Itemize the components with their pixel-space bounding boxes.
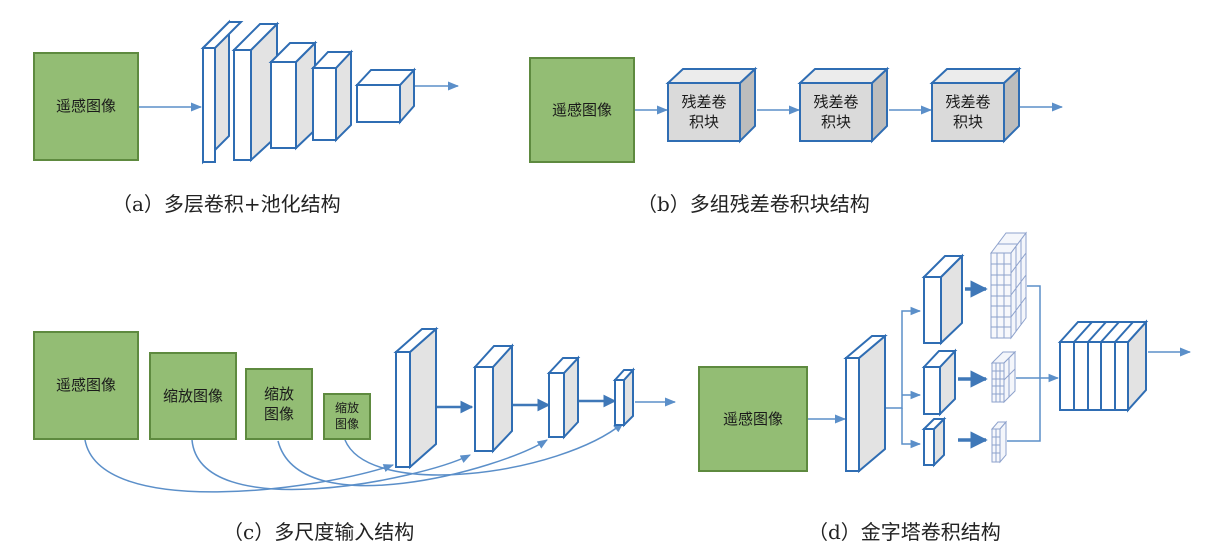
caption-c: （c）多尺度输入结构 xyxy=(223,520,415,544)
caption-a: （a）多层卷积+池化结构 xyxy=(112,192,341,216)
conv-layer-a1 xyxy=(200,19,244,165)
input-image-c-label: 遥感图像 xyxy=(55,376,116,395)
pyramid-conv-1 xyxy=(921,253,965,346)
panel-a xyxy=(138,19,460,165)
scaled-image-c3-line2: 图像 xyxy=(334,416,359,431)
residual-block-b1-label: 残差卷 积块 xyxy=(668,83,740,141)
scaled-image-c2-line2: 图像 xyxy=(263,405,294,423)
panel-c xyxy=(84,326,677,493)
residual-block-b3-line1: 残差卷 xyxy=(945,92,991,111)
scaled-image-c1: 缩放图像 xyxy=(149,352,237,440)
caption-b: （b）多组残差卷积块结构 xyxy=(637,192,870,216)
input-image-a-label: 遥感图像 xyxy=(55,97,116,116)
input-image-b-label: 遥感图像 xyxy=(551,100,612,119)
skip-curve-4 xyxy=(344,422,624,476)
residual-block-b1-line1: 残差卷 xyxy=(681,92,727,111)
conv-layer-a4 xyxy=(310,49,354,143)
pyramid-conv-3 xyxy=(921,416,947,468)
residual-block-b3-line2: 积块 xyxy=(952,113,983,131)
conv-layer-c1 xyxy=(393,326,439,470)
caption-d: （d）金字塔卷积结构 xyxy=(808,520,1001,544)
conv-layer-c3 xyxy=(546,355,581,440)
conv-layer-a5 xyxy=(354,67,417,125)
conv-layer-d-main xyxy=(843,333,888,474)
residual-block-b3 xyxy=(929,66,1022,144)
residual-block-b2-label: 残差卷 积块 xyxy=(800,83,872,141)
merge-lines xyxy=(1007,285,1060,442)
residual-block-b1 xyxy=(665,66,758,144)
scaled-image-c2-line1: 缩放 xyxy=(263,384,294,403)
conv-layer-a3 xyxy=(268,40,318,151)
scaled-image-c1-label: 缩放图像 xyxy=(162,386,223,405)
input-image-a: 遥感图像 xyxy=(33,52,139,161)
skip-connections xyxy=(84,422,624,493)
skip-curve-2 xyxy=(191,439,471,491)
conv-layer-c2 xyxy=(472,343,515,454)
residual-block-b1-line2: 积块 xyxy=(688,113,719,131)
input-image-d: 遥感图像 xyxy=(698,366,808,472)
skip-curve-1 xyxy=(84,439,394,493)
input-image-b: 遥感图像 xyxy=(529,57,635,163)
scaled-image-c3-line1: 缩放 xyxy=(334,400,359,415)
skip-curve-3 xyxy=(277,439,548,487)
pyramid-conv-2 xyxy=(921,348,958,417)
concat-block xyxy=(1057,319,1149,413)
residual-block-b2-line2: 积块 xyxy=(820,113,851,131)
panel-d xyxy=(808,231,1192,474)
input-image-c: 遥感图像 xyxy=(33,331,139,440)
pooled-grid-3 xyxy=(990,420,1008,464)
scaled-image-c2: 缩放 图像 xyxy=(245,368,313,440)
conv-layer-c4 xyxy=(612,367,636,428)
pooled-grid-1 xyxy=(990,231,1027,340)
residual-block-b3-label: 残差卷 积块 xyxy=(932,83,1004,141)
scaled-image-c3: 缩放 图像 xyxy=(323,393,371,440)
residual-block-b2 xyxy=(797,66,890,144)
residual-block-b2-line1: 残差卷 xyxy=(813,92,859,111)
panel-b xyxy=(634,66,1064,144)
input-image-d-label: 遥感图像 xyxy=(722,409,783,428)
pooled-grid-2 xyxy=(990,350,1017,404)
branch-lines xyxy=(886,306,922,449)
